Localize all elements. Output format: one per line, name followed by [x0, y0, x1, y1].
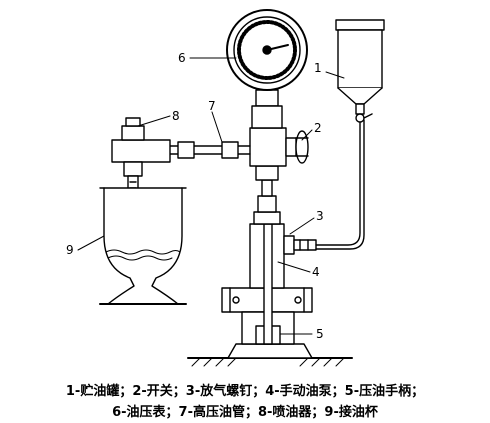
caption-line-2: 6-油压表；7-高压油管；8-喷油器；9-接油杯: [112, 405, 378, 420]
label-5: 5: [316, 327, 324, 341]
label-3: 3: [316, 209, 324, 223]
injector: [111, 117, 171, 197]
supply-line: [315, 119, 365, 250]
pressure-gauge: [226, 9, 308, 91]
gauge-stem: [251, 89, 283, 129]
label-9: 9: [66, 243, 74, 257]
collecting-cup: [99, 187, 187, 305]
ground: [187, 357, 353, 367]
bleed-screw: [283, 235, 317, 255]
label-1: 1: [314, 61, 322, 75]
label-7: 7: [208, 99, 216, 113]
tee-fitting: [249, 127, 309, 167]
injector-test-stand-diagram: 1 2 3 4 5 6 7 8 9: [66, 9, 385, 367]
leader-lines: [77, 57, 345, 335]
label-2: 2: [314, 121, 322, 135]
riser: [255, 165, 279, 213]
manual-pump-body: [249, 211, 285, 345]
caption-line-1: 1-贮油罐；2-开关；3-放气螺钉；4-手动油泵；5-压油手柄；: [65, 384, 425, 399]
label-4: 4: [312, 265, 320, 279]
fuel-tank: [335, 19, 385, 123]
label-6: 6: [178, 51, 186, 65]
label-8: 8: [172, 109, 180, 123]
high-pressure-pipe: [169, 141, 251, 159]
